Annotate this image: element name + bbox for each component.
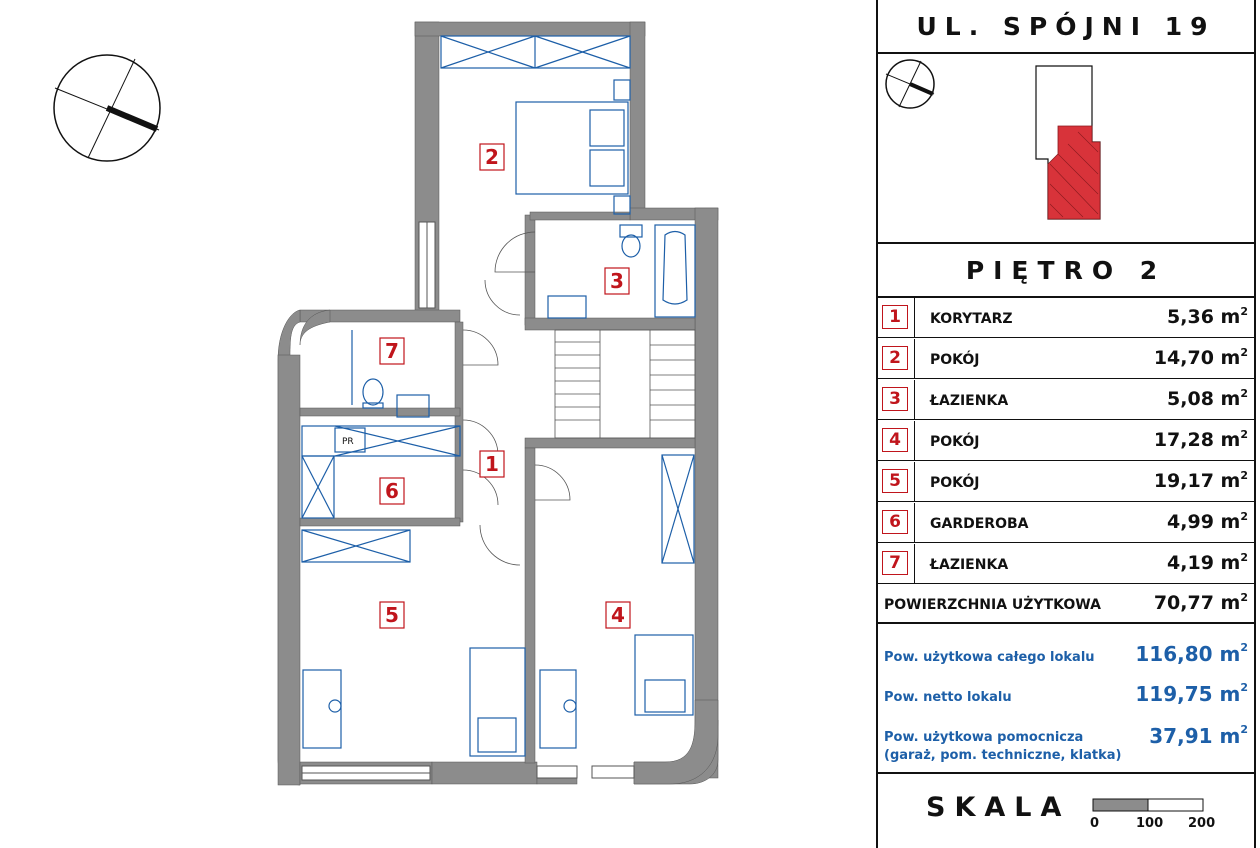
- room-label-6: 6: [385, 479, 399, 503]
- room-number: 1: [882, 305, 908, 329]
- room-label-5: 5: [385, 603, 399, 627]
- room-label-7: 7: [385, 339, 399, 363]
- room-row: 3 ŁAZIENKA 5,08 m2: [878, 380, 1254, 420]
- mini-compass-icon: [885, 59, 935, 109]
- pr-label: PR: [342, 437, 354, 447]
- key-plan: [878, 54, 1254, 244]
- windows: [301, 221, 635, 781]
- room-row: 6 GARDEROBA 4,99 m2: [878, 503, 1254, 543]
- summary-label: Pow. użytkowa pomocnicza: [884, 730, 1084, 745]
- room-area: 17,28 m2: [1153, 428, 1248, 451]
- scale-bar: [1092, 798, 1204, 812]
- floor-title: PIĘTRO 2: [965, 255, 1167, 285]
- room-area: 5,08 m2: [1167, 387, 1248, 410]
- room-number: 2: [882, 346, 908, 370]
- room-name: ŁAZIENKA: [930, 557, 1009, 573]
- room-number: 3: [882, 387, 908, 411]
- room-area: 4,19 m2: [1167, 551, 1248, 574]
- room-name: GARDEROBA: [930, 516, 1029, 532]
- title-section: UL. SPÓJNI 19: [878, 0, 1254, 54]
- scale-tick: 200: [1188, 816, 1216, 831]
- summary-sublabel: (garaż, pom. techniczne, klatka): [884, 748, 1122, 763]
- legend-panel: UL. SPÓJNI 19 PIĘTRO 2 1 KORYTARZ 5,36 m…: [876, 0, 1256, 848]
- summary-value: 119,75 m2: [1135, 681, 1248, 706]
- scale-tick: 100: [1136, 816, 1164, 831]
- summary-value: 116,80 m2: [1135, 641, 1248, 666]
- room-row: 5 POKÓJ 19,17 m2: [878, 462, 1254, 502]
- staircase: [554, 329, 696, 439]
- room-area: 4,99 m2: [1167, 510, 1248, 533]
- room-name: POKÓJ: [930, 434, 980, 450]
- room-row: 7 ŁAZIENKA 4,19 m2: [878, 544, 1254, 584]
- key-plan-map: [885, 59, 1101, 220]
- room-area: 5,36 m2: [1167, 305, 1248, 328]
- room-labels: 2 3 7 1 6 5 4: [379, 143, 631, 629]
- scale-label: SKALA: [926, 792, 1071, 823]
- room-label-1: 1: [485, 452, 499, 476]
- summary-section: Pow. użytkowa całego lokalu 116,80 m2 Po…: [878, 624, 1254, 774]
- compass-icon: [53, 54, 161, 162]
- room-label-3: 3: [610, 269, 624, 293]
- room-number: 4: [882, 428, 908, 452]
- room-row: 1 KORYTARZ 5,36 m2: [878, 298, 1254, 338]
- room-name: ŁAZIENKA: [930, 393, 1009, 409]
- room-name: POKÓJ: [930, 475, 980, 491]
- room-label-4: 4: [611, 603, 625, 627]
- scale-section: SKALA 0 100 200: [878, 774, 1254, 848]
- room-name: KORYTARZ: [930, 311, 1013, 327]
- furniture: [301, 35, 696, 757]
- room-number: 5: [882, 469, 908, 493]
- room-row: 4 POKÓJ 17,28 m2: [878, 421, 1254, 461]
- room-row: 2 POKÓJ 14,70 m2: [878, 339, 1254, 379]
- total-label: POWIERZCHNIA UŻYTKOWA: [884, 597, 1101, 613]
- floor-plan: PR 2 3 7 1 6 5 4: [53, 21, 719, 786]
- room-label-2: 2: [485, 145, 499, 169]
- address-title: UL. SPÓJNI 19: [916, 11, 1216, 41]
- room-name: POKÓJ: [930, 352, 980, 368]
- room-area: 19,17 m2: [1153, 469, 1248, 492]
- doors: [462, 231, 571, 566]
- room-area: 14,70 m2: [1153, 346, 1248, 369]
- summary-label: Pow. użytkowa całego lokalu: [884, 650, 1095, 665]
- walls: [277, 21, 719, 786]
- room-number: 6: [882, 510, 908, 534]
- scale-tick: 0: [1090, 816, 1100, 831]
- summary-value: 37,91 m2: [1149, 723, 1248, 748]
- summary-label: Pow. netto lokalu: [884, 690, 1012, 705]
- total-row: POWIERZCHNIA UŻYTKOWA 70,77 m2: [878, 584, 1254, 624]
- room-number: 7: [882, 551, 908, 575]
- floor-section: PIĘTRO 2: [878, 244, 1254, 298]
- total-area: 70,77 m2: [1153, 591, 1248, 614]
